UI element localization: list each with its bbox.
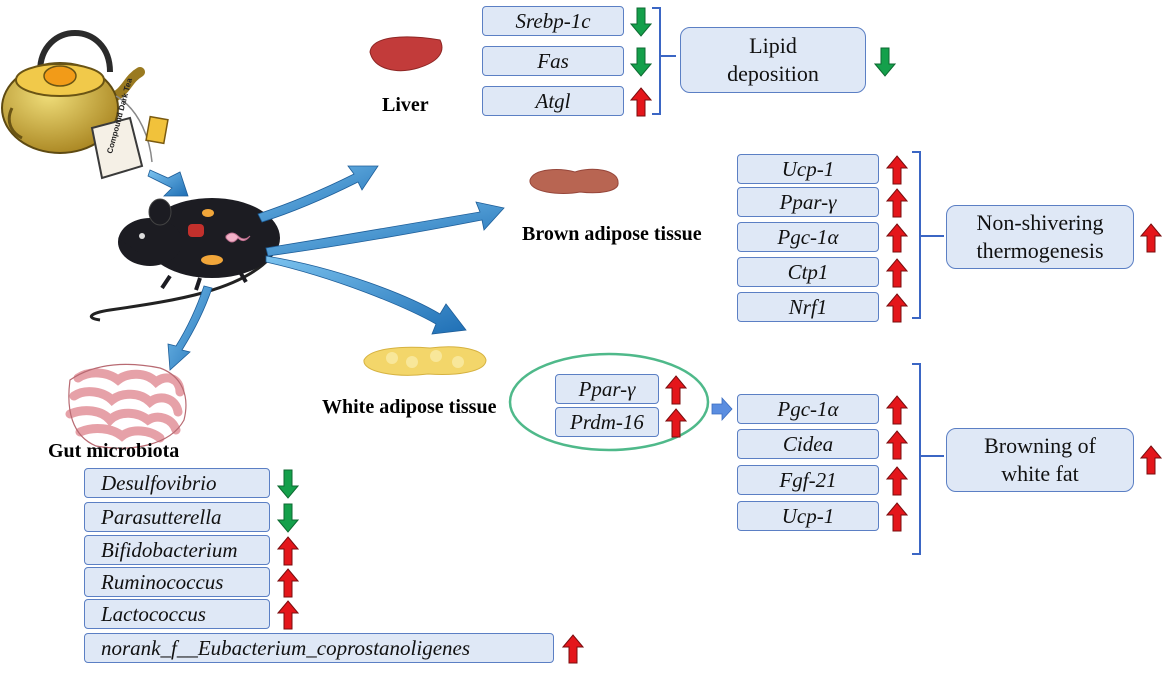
brown-fat-icon <box>529 168 619 194</box>
taxon-3-up-arrow-icon <box>276 568 300 598</box>
gene-box-fas: Fas <box>482 46 624 76</box>
wat-upstream-1-up-arrow-icon <box>664 408 688 438</box>
bat-gene-1-up-arrow-icon <box>885 188 909 218</box>
gene-box-atgl: Atgl <box>482 86 624 116</box>
gene-box-prdm16: Prdm-16 <box>555 407 659 437</box>
taxon-0-down-arrow-icon <box>276 469 300 499</box>
gene-box-pgc1a-wat: Pgc-1α <box>737 394 879 424</box>
white-fat-icon <box>363 346 487 376</box>
arrow-ppar-to-wat-genes <box>711 396 733 422</box>
gene-box-ucp1-wat: Ucp-1 <box>737 501 879 531</box>
gene-box-pgc1a-bat: Pgc-1α <box>737 222 879 252</box>
gene-box-ctp1: Ctp1 <box>737 257 879 287</box>
tea-bag-icon: Compound Dark Tea <box>90 77 169 180</box>
gene-box-cidea: Cidea <box>737 429 879 459</box>
mouse-icon <box>89 198 280 322</box>
taxon-1-down-arrow-icon <box>276 503 300 533</box>
bat-gene-2-up-arrow-icon <box>885 223 909 253</box>
lipid-deposition-down-arrow-icon <box>873 47 897 77</box>
liver-gene-0-down-arrow-icon <box>629 7 653 37</box>
teapot-icon <box>1 30 145 154</box>
brown-adipose-label: Brown adipose tissue <box>522 223 702 245</box>
white-adipose-label: White adipose tissue <box>322 396 497 418</box>
gene-box-ucp1-bat: Ucp-1 <box>737 154 879 184</box>
bat-gene-4-up-arrow-icon <box>885 293 909 323</box>
liver-label: Liver <box>382 94 429 116</box>
wat-gene-2-up-arrow-icon <box>885 466 909 496</box>
taxon-box-ruminococcus: Ruminococcus <box>84 567 270 597</box>
gene-box-nrf1: Nrf1 <box>737 292 879 322</box>
arrow-mouse-to-gut <box>167 285 213 371</box>
taxon-2-up-arrow-icon <box>276 536 300 566</box>
arrow-mouse-to-liver <box>257 165 379 223</box>
taxon-4-up-arrow-icon <box>276 600 300 630</box>
bracket-bat <box>912 151 944 319</box>
gene-box-pparg-wat: Ppar-γ <box>555 374 659 404</box>
taxon-5-up-arrow-icon <box>561 634 585 664</box>
arrow-tea-to-mouse <box>147 169 189 197</box>
arrow-mouse-to-bat <box>265 201 505 257</box>
taxon-box-eubacterium-coprostanoligenes: norank_f__Eubacterium_coprostanoligenes <box>84 633 554 663</box>
bracket-liver <box>652 7 676 115</box>
taxon-box-parasutterella: Parasutterella <box>84 502 270 532</box>
wat-gene-1-up-arrow-icon <box>885 430 909 460</box>
bat-gene-3-up-arrow-icon <box>885 258 909 288</box>
liver-icon <box>369 36 443 72</box>
flow-arrows <box>147 165 733 422</box>
bracket-wat <box>912 363 944 555</box>
gut-microbiota-label: Gut microbiota <box>48 440 180 462</box>
wat-upstream-0-up-arrow-icon <box>664 375 688 405</box>
thermogenesis-up-arrow-icon <box>1139 223 1163 253</box>
taxon-box-desulfovibrio: Desulfovibrio <box>84 468 270 498</box>
thermogenesis-box: Non-shivering thermogenesis <box>946 205 1134 269</box>
wat-gene-3-up-arrow-icon <box>885 502 909 532</box>
upstream-factors-ring <box>508 352 710 452</box>
lipid-deposition-box: Lipid deposition <box>680 27 866 93</box>
wat-gene-0-up-arrow-icon <box>885 395 909 425</box>
taxon-box-bifidobacterium: Bifidobacterium <box>84 535 270 565</box>
browning-box: Browning of white fat <box>946 428 1134 492</box>
gene-box-srebp1c: Srebp-1c <box>482 6 624 36</box>
intestine-outline <box>68 363 187 449</box>
gene-box-pparg-bat: Ppar-γ <box>737 187 879 217</box>
gene-box-fgf21: Fgf-21 <box>737 465 879 495</box>
taxon-box-lactococcus: Lactococcus <box>84 599 270 629</box>
brackets <box>652 7 944 555</box>
browning-up-arrow-icon <box>1139 445 1163 475</box>
liver-gene-1-down-arrow-icon <box>629 47 653 77</box>
bat-gene-0-up-arrow-icon <box>885 155 909 185</box>
liver-gene-2-up-arrow-icon <box>629 87 653 117</box>
arrow-mouse-to-wat <box>265 255 467 335</box>
intestine-icon <box>65 368 185 443</box>
